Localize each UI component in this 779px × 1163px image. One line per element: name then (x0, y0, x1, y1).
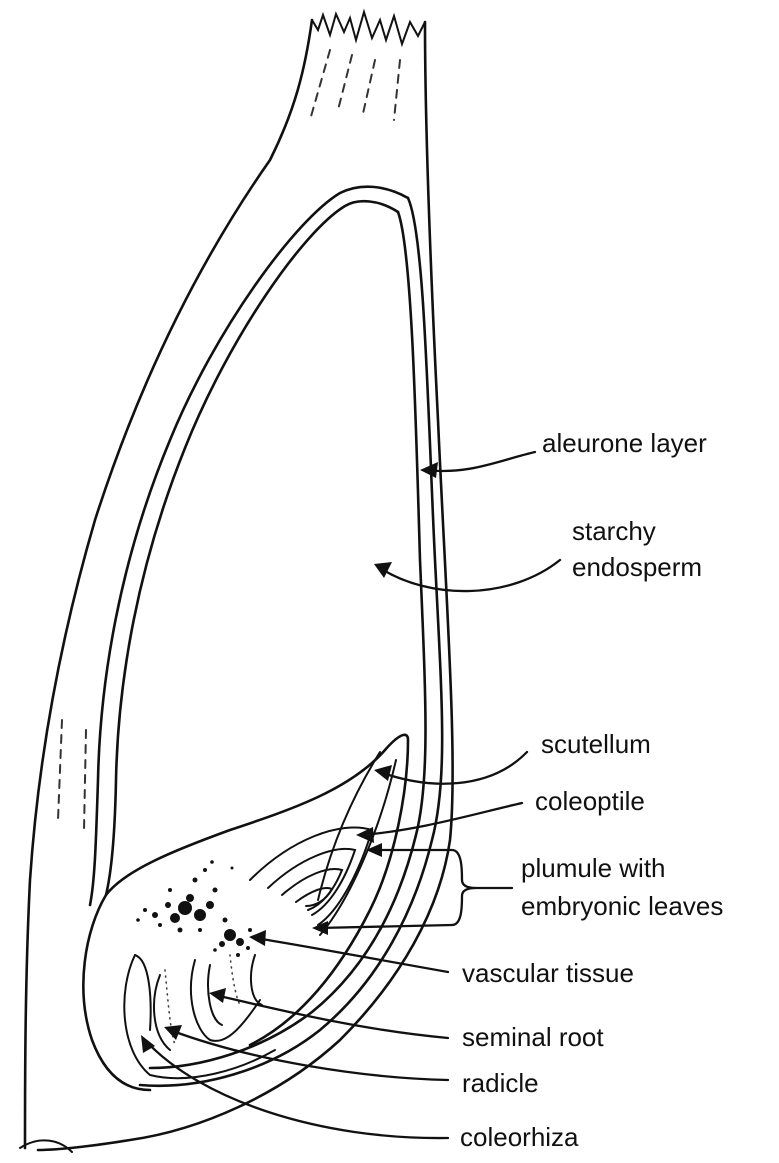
labels: aleurone layer starchy endosperm scutell… (460, 428, 723, 1152)
grain-outline (20, 12, 453, 1152)
aleurone-layer-outline (90, 187, 442, 1086)
vascular-tissue-stipple (136, 860, 263, 957)
leader-starchy-endosperm (380, 560, 560, 591)
plumule-brace (452, 850, 476, 925)
leader-seminal-root (215, 995, 448, 1038)
label-coleorhiza: coleorhiza (460, 1122, 579, 1152)
label-starchy: starchy (572, 516, 656, 546)
label-embryonic-leaves: embryonic leaves (521, 891, 723, 921)
label-plumule-with: plumule with (521, 853, 666, 883)
label-seminal-root: seminal root (462, 1022, 604, 1052)
label-endosperm: endosperm (572, 552, 702, 582)
leader-coleorhiza (145, 1040, 448, 1138)
leader-coleoptile (362, 803, 522, 835)
embryo (83, 735, 408, 1090)
label-vascular-tissue: vascular tissue (462, 958, 634, 988)
label-radicle: radicle (462, 1068, 539, 1098)
label-aleurone-layer: aleurone layer (542, 428, 707, 458)
label-coleoptile: coleoptile (535, 786, 645, 816)
label-scutellum: scutellum (541, 729, 651, 759)
